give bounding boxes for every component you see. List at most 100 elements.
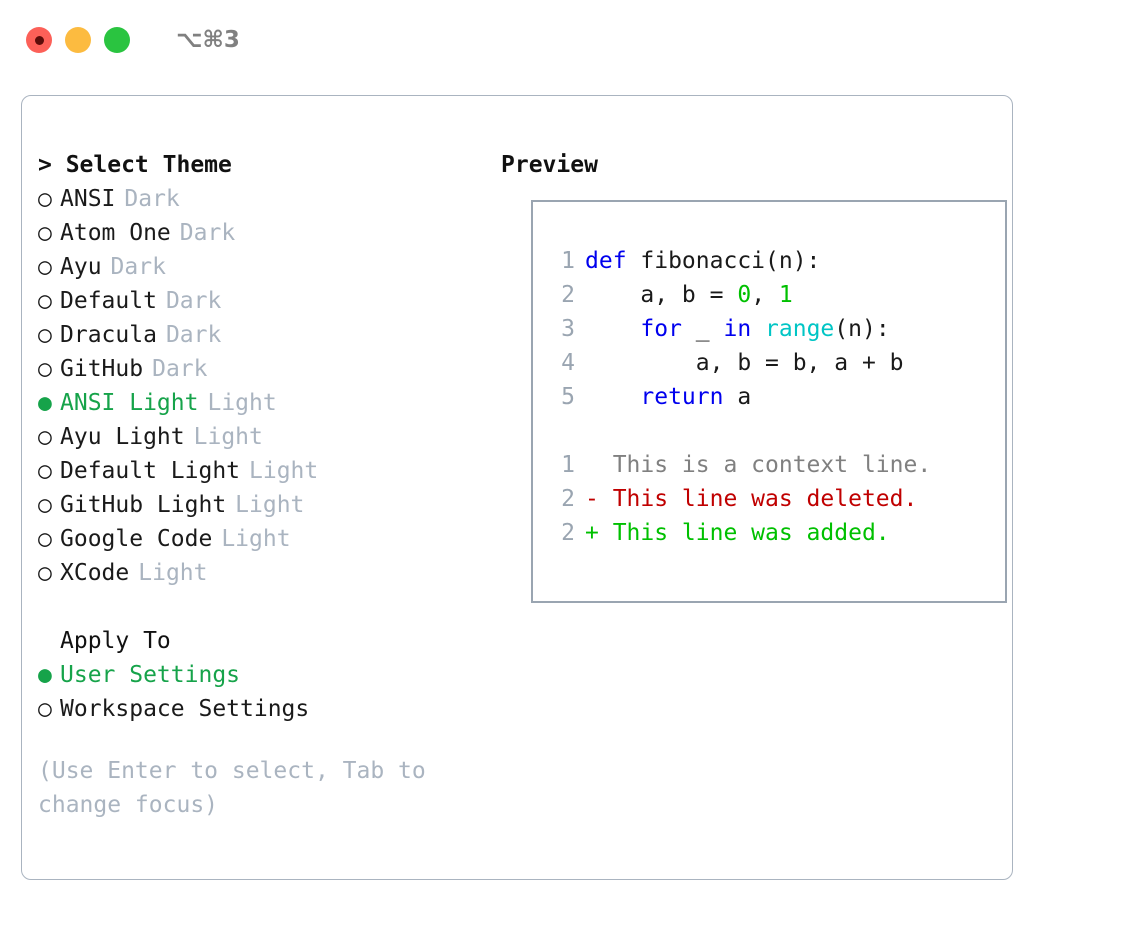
theme-option-label: ANSI: [60, 186, 116, 212]
theme-option-xcode[interactable]: ○ XCode Light: [38, 556, 478, 590]
diff-line-content: This is a context line.: [585, 452, 932, 478]
radio-unselected-icon: ○: [38, 254, 52, 280]
diff-line-number: 2: [561, 486, 575, 512]
code-line-number: 2: [561, 282, 575, 308]
diff-line-content: - This line was deleted.: [585, 486, 918, 512]
maximize-button[interactable]: [104, 27, 130, 53]
theme-option-label: Dracula: [60, 322, 157, 348]
code-line-number: 4: [561, 350, 575, 376]
theme-option-tag: Light: [235, 492, 305, 518]
close-button[interactable]: [26, 27, 52, 53]
code-line-content: a, b = 0, 1: [585, 278, 792, 312]
code-token-plain: [585, 384, 640, 410]
theme-option-label: ANSI Light: [60, 390, 199, 416]
theme-option-tag: Light: [193, 424, 263, 450]
code-line-content: def fibonacci(n):: [585, 244, 820, 278]
code-token-kw: in: [723, 316, 752, 342]
diff-block: 1 This is a context line. 2 - This line wa…: [549, 448, 999, 550]
code-token-kw: for: [640, 316, 682, 342]
theme-option-google-code[interactable]: ○ Google Code Light: [38, 522, 478, 556]
code-line: 3 for _ in range(n):: [549, 312, 999, 346]
radio-unselected-icon: ○: [38, 288, 52, 314]
theme-option-dracula[interactable]: ○ Dracula Dark: [38, 318, 478, 352]
theme-option-label: GitHub: [60, 356, 144, 382]
keyboard-shortcut-label: ⌥⌘3: [176, 27, 240, 53]
theme-option-atom-one[interactable]: ○ Atom One Dark: [38, 216, 478, 250]
code-line-number: 1: [561, 248, 575, 274]
code-token-plain: [751, 316, 765, 342]
diff-line-number: 1: [561, 452, 575, 478]
radio-unselected-icon: ○: [38, 186, 52, 212]
radio-unselected-icon: ○: [38, 220, 52, 246]
theme-option-label: Ayu: [60, 254, 102, 280]
code-token-kw: return: [640, 384, 724, 410]
radio-selected-icon: ●: [38, 662, 52, 688]
code-line-number: 5: [561, 384, 575, 410]
diff-line-number: 2: [561, 520, 575, 546]
radio-unselected-icon: ○: [38, 356, 52, 382]
apply-to-option-label: Workspace Settings: [60, 696, 310, 722]
code-token-plain: fibonacci(n):: [640, 248, 821, 274]
theme-option-ansi[interactable]: ○ ANSI Dark: [38, 182, 478, 216]
theme-option-tag: Light: [138, 560, 208, 586]
code-token-plain: a, b =: [585, 282, 738, 308]
diff-line-content: + This line was added.: [585, 520, 890, 546]
theme-option-github-light[interactable]: ○ GitHub Light Light: [38, 488, 478, 522]
apply-to-header: Apply To: [60, 628, 171, 654]
theme-option-label: Google Code: [60, 526, 213, 552]
code-token-plain: ,: [751, 282, 779, 308]
theme-option-tag: Light: [249, 458, 319, 484]
theme-option-label: Atom One: [60, 220, 171, 246]
code-line-content: a, b = b, a + b: [585, 346, 904, 380]
radio-selected-icon: ●: [38, 390, 52, 416]
window-controls: [26, 27, 130, 53]
minimize-button[interactable]: [65, 27, 91, 53]
code-diff-separator: [549, 414, 999, 448]
code-line-content: for _ in range(n):: [585, 312, 890, 346]
recording-indicator-icon: [34, 35, 44, 45]
diff-line-del: 2 - This line was deleted.: [549, 482, 999, 516]
code-line-content: return a: [585, 380, 751, 414]
theme-option-label: GitHub Light: [60, 492, 227, 518]
code-token-plain: a: [723, 384, 752, 410]
radio-unselected-icon: ○: [38, 492, 52, 518]
radio-unselected-icon: ○: [38, 322, 52, 348]
theme-option-label: XCode: [60, 560, 130, 586]
code-token-fn: range: [765, 316, 835, 342]
radio-unselected-icon: ○: [38, 560, 52, 586]
code-token-plain: a, b = b, a + b: [585, 350, 904, 376]
theme-option-tag: Dark: [110, 254, 166, 280]
diff-line-ctx: 1 This is a context line.: [549, 448, 999, 482]
preview-header: Preview: [501, 152, 598, 178]
code-token-plain: _: [681, 316, 724, 342]
theme-option-tag: Dark: [165, 322, 222, 348]
theme-option-ayu[interactable]: ○ Ayu Dark: [38, 250, 478, 284]
theme-option-label: Default Light: [60, 458, 241, 484]
theme-option-label: Ayu Light: [60, 424, 185, 450]
radio-unselected-icon: ○: [38, 526, 52, 552]
keyboard-hint-text: (Use Enter to select, Tab to change focu…: [38, 758, 440, 818]
theme-option-tag: Dark: [179, 220, 236, 246]
theme-option-tag: Light: [221, 526, 291, 552]
apply-to-list: ● User Settings ○Workspace Settings: [38, 658, 478, 726]
code-token-kw: def: [585, 248, 641, 274]
apply-to-option-user-settings[interactable]: ● User Settings: [38, 658, 478, 692]
apply-to-option-workspace-settings[interactable]: ○Workspace Settings: [38, 692, 478, 726]
theme-option-tag: Dark: [124, 186, 180, 212]
theme-option-tag: Dark: [165, 288, 222, 314]
code-token-num: 0: [737, 282, 752, 308]
apply-to-option-label: User Settings: [60, 662, 241, 688]
code-token-plain: (n):: [834, 316, 890, 342]
